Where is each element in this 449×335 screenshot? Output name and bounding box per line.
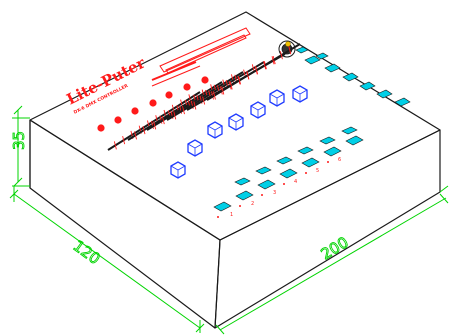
fader-track [166, 61, 265, 121]
fader-tick [263, 61, 267, 70]
button-indicator [283, 183, 285, 185]
upper-button[interactable] [376, 89, 393, 99]
dmx-socket [278, 40, 296, 58]
upper-button-row[interactable] [295, 46, 411, 107]
function-button[interactable] [276, 156, 293, 165]
dimension-depth: 120 [9, 186, 205, 333]
button-indicator [261, 194, 263, 196]
indicator-led [165, 91, 173, 99]
fader-knob-edge [257, 105, 266, 111]
depth-dimension-label: 120 [70, 237, 104, 268]
fader-tick [161, 116, 165, 125]
fader-tick [142, 126, 146, 135]
indicator-led-column [97, 76, 209, 132]
fader-knob-edge [235, 117, 244, 123]
channel-label: 5 [316, 168, 319, 174]
upper-button[interactable] [342, 72, 359, 82]
fader-tick [213, 91, 216, 100]
fader-knob-edge [177, 165, 186, 171]
brand-name: Lite-Puter [64, 53, 149, 108]
fader-tick [182, 106, 185, 115]
fader-tick [173, 111, 177, 120]
button-indicator [239, 205, 241, 207]
upper-button[interactable] [304, 55, 321, 65]
channel-button[interactable] [345, 135, 364, 146]
fader-knob-edge [170, 165, 179, 171]
channel-button[interactable] [235, 190, 254, 201]
channel-button[interactable] [213, 201, 232, 212]
accent-stripe-2 [151, 65, 201, 87]
function-button[interactable] [234, 177, 251, 186]
fader-tick [271, 56, 275, 65]
channel-label: 2 [251, 201, 254, 207]
indicator-led [97, 124, 105, 132]
indicator-led [114, 116, 122, 124]
height-dimension-label: 35 [10, 131, 28, 150]
fader-tick [122, 136, 126, 145]
function-button[interactable] [319, 136, 336, 145]
fader-tick [113, 141, 117, 150]
fader-knob-edge [292, 89, 301, 95]
indicator-led [183, 83, 191, 91]
dimension-height: 35 [10, 105, 30, 187]
fader-track [206, 43, 301, 101]
controller-body [29, 11, 441, 329]
function-button[interactable] [255, 166, 272, 175]
fader-knob-edge [276, 93, 285, 99]
fader-knob-edge [228, 117, 237, 123]
fader-knob-edge [187, 143, 196, 149]
fader-knob-edge [299, 89, 308, 95]
fader-tick [229, 81, 233, 90]
channel-button[interactable] [257, 179, 276, 190]
function-button[interactable] [297, 146, 314, 155]
fader-knob-edge [207, 125, 216, 131]
fader-tick [246, 71, 250, 80]
fader-tick [211, 91, 214, 100]
fader-knob-edge [269, 93, 278, 99]
fader-tick [202, 96, 206, 105]
fader-knob-edge [194, 143, 203, 149]
button-indicator [217, 216, 219, 218]
button-indicator [305, 172, 307, 174]
fader-tick [151, 120, 154, 130]
channel-button[interactable] [301, 157, 320, 168]
upper-button[interactable] [359, 81, 376, 91]
fader-knob-edge [250, 105, 259, 111]
channel-button[interactable] [323, 146, 342, 157]
upper-button[interactable] [324, 63, 341, 73]
fader-tracks [107, 43, 301, 151]
indicator-led [149, 99, 157, 107]
fader-tick [134, 131, 137, 140]
brand-label: Lite-Puter DX-6 DMX CONTROLLER [64, 53, 149, 115]
fader-tick [221, 86, 225, 95]
right-side-face [214, 129, 441, 329]
indicator-led [131, 107, 139, 115]
channel-label: 3 [273, 190, 276, 196]
channel-button[interactable] [279, 168, 298, 179]
aux-button[interactable] [295, 46, 309, 54]
accent-stripe [151, 61, 197, 81]
fader-tick [238, 76, 241, 85]
fader-knob-edge [214, 125, 223, 131]
function-button[interactable] [341, 126, 358, 135]
fader-tick [279, 51, 283, 60]
aux-button[interactable] [315, 52, 329, 60]
width-dimension-label: 200 [318, 233, 352, 263]
fader-knobs[interactable] [170, 85, 308, 179]
fader-tick [254, 66, 258, 75]
fader-tick [193, 101, 197, 110]
front-button-row[interactable] [213, 126, 364, 218]
channel-label: 4 [294, 179, 297, 185]
upper-button[interactable] [394, 97, 411, 107]
fader-tick [288, 46, 292, 55]
channel-label: 6 [338, 157, 341, 163]
channel-label: 1 [230, 212, 233, 218]
fader-tick [153, 121, 157, 130]
channel-labels: 1 2 3 4 5 6 [230, 157, 341, 218]
display-window [159, 27, 251, 74]
indicator-led [201, 76, 209, 84]
button-indicator [327, 161, 329, 163]
